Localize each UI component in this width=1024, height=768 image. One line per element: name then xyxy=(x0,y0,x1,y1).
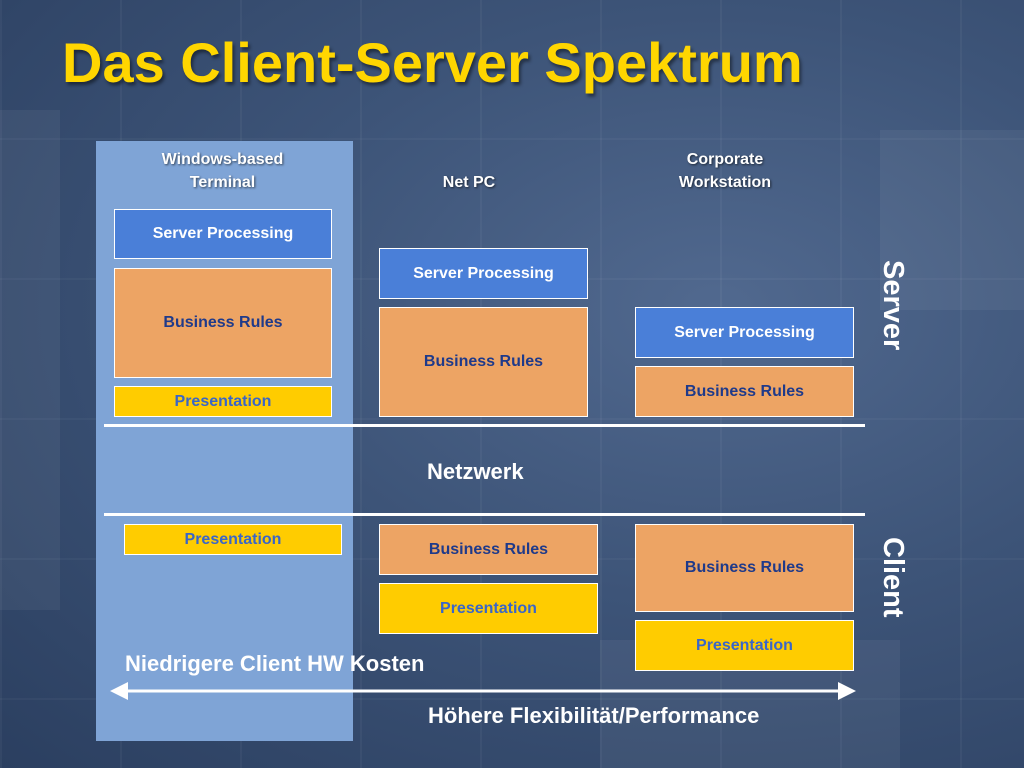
slide-title: Das Client-Server Spektrum xyxy=(62,31,803,94)
column-heading-corporate-workstation: Corporate Workstation xyxy=(678,151,772,191)
client-side-label: Client xyxy=(877,537,909,618)
double-arrow-icon xyxy=(110,682,856,700)
lower-client-cost-label: Niedrigere Client HW Kosten xyxy=(125,651,425,676)
server-processing-box: Server Processing xyxy=(635,307,854,358)
background-panel xyxy=(880,130,1024,310)
network-line-bottom xyxy=(104,513,865,516)
business-rules-box: Business Rules xyxy=(635,366,854,417)
column-heading-net-pc: Net PC xyxy=(442,174,496,191)
higher-flexibility-label: Höhere Flexibilität/Performance xyxy=(428,703,760,728)
server-processing-box: Server Processing xyxy=(379,248,588,299)
presentation-box: Presentation xyxy=(114,386,332,417)
business-rules-box: Business Rules xyxy=(114,268,332,378)
business-rules-box: Business Rules xyxy=(379,307,588,417)
presentation-box: Presentation xyxy=(635,620,854,671)
network-line-top xyxy=(104,424,865,427)
background-panel xyxy=(0,110,60,610)
server-processing-box: Server Processing xyxy=(114,209,332,259)
presentation-box: Presentation xyxy=(379,583,598,634)
column-heading-windows-terminal: Windows-based Terminal xyxy=(161,151,284,191)
network-label: Netzwerk xyxy=(427,459,524,484)
business-rules-box: Business Rules xyxy=(635,524,854,612)
business-rules-box: Business Rules xyxy=(379,524,598,575)
server-side-label: Server xyxy=(877,260,909,351)
presentation-box: Presentation xyxy=(124,524,342,555)
